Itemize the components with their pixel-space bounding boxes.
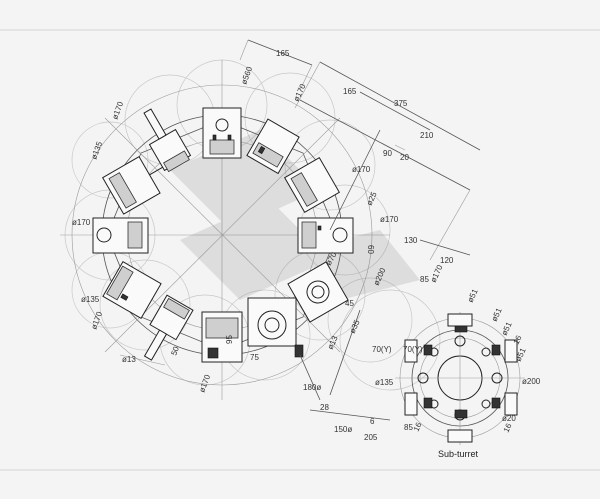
- dim-label: ø51: [500, 320, 514, 337]
- tool-holder-right: [297, 217, 354, 254]
- dim-label: ø170: [292, 82, 308, 103]
- tool-holder-right-upper: [283, 156, 341, 214]
- dim-label: 95: [225, 335, 234, 344]
- dim-label: 120: [440, 256, 454, 265]
- dim-label: 70(Y): [403, 345, 423, 354]
- dim-label: 130: [404, 236, 418, 245]
- sub-turret: [395, 312, 525, 445]
- dim-label: 70(Y): [372, 345, 392, 354]
- dim-label: 165: [276, 49, 290, 58]
- dim-label: 85: [404, 423, 413, 432]
- dim-label: ø135: [375, 378, 394, 387]
- tool-holder-top-right: [246, 118, 300, 175]
- dim-label: ø51: [466, 287, 480, 304]
- dim-label: ø170: [110, 100, 125, 121]
- dim-label: ø200: [522, 377, 541, 386]
- dim-label: 150ø: [334, 425, 352, 434]
- dim-label: 16: [502, 421, 514, 433]
- dim-label: ø135: [81, 295, 100, 304]
- dim-label: 85: [420, 275, 429, 284]
- dim-label: 165: [343, 87, 357, 96]
- tool-holders: [92, 107, 354, 363]
- tool-holder-right-lower: [287, 261, 349, 323]
- dim-label: 90: [383, 149, 392, 158]
- dim-label: ø170: [197, 373, 212, 394]
- dim-label: ø170: [429, 263, 445, 284]
- tool-holder-top-left: [143, 108, 192, 173]
- dim-label: 60: [366, 245, 375, 254]
- dim-label: 16: [412, 420, 424, 432]
- dim-label: 20: [400, 153, 409, 162]
- dim-label: ø135: [89, 140, 104, 161]
- dim-label: ø35: [348, 318, 362, 335]
- dim-label: ø170: [380, 215, 399, 224]
- background-guides: [0, 29, 600, 471]
- dim-label: ø170: [352, 165, 371, 174]
- dim-label: 6: [370, 417, 375, 426]
- tool-holder-bottom-right: [247, 297, 304, 358]
- dim-label: 205: [364, 433, 378, 442]
- tool-holder-left-upper: [101, 155, 163, 215]
- dim-label: 210: [420, 131, 434, 140]
- dim-label: 375: [394, 99, 408, 108]
- dim-label: ø560: [239, 65, 254, 86]
- dim-label: 180ø: [303, 383, 321, 392]
- dim-label: 45: [345, 299, 354, 308]
- dim-label: 50: [169, 345, 181, 357]
- dim-label: 16: [512, 333, 524, 345]
- dim-label: 28: [320, 403, 329, 412]
- dim-label: ø170: [89, 310, 104, 331]
- tool-holder-bottom: [201, 311, 243, 363]
- dim-label: ø20: [502, 414, 516, 423]
- dim-label: 75: [250, 353, 259, 362]
- tool-holder-top: [202, 107, 242, 159]
- dim-label: ø170: [72, 218, 91, 227]
- dim-label: ø13: [122, 355, 136, 364]
- tool-holder-left-lower: [102, 260, 162, 320]
- tool-holder-bottom-left: [143, 294, 194, 361]
- sub-turret-caption: Sub-turret: [438, 449, 479, 459]
- dim-label: ø51: [490, 306, 504, 323]
- dimension-lines: [119, 39, 481, 421]
- tool-holder-left: [92, 217, 149, 254]
